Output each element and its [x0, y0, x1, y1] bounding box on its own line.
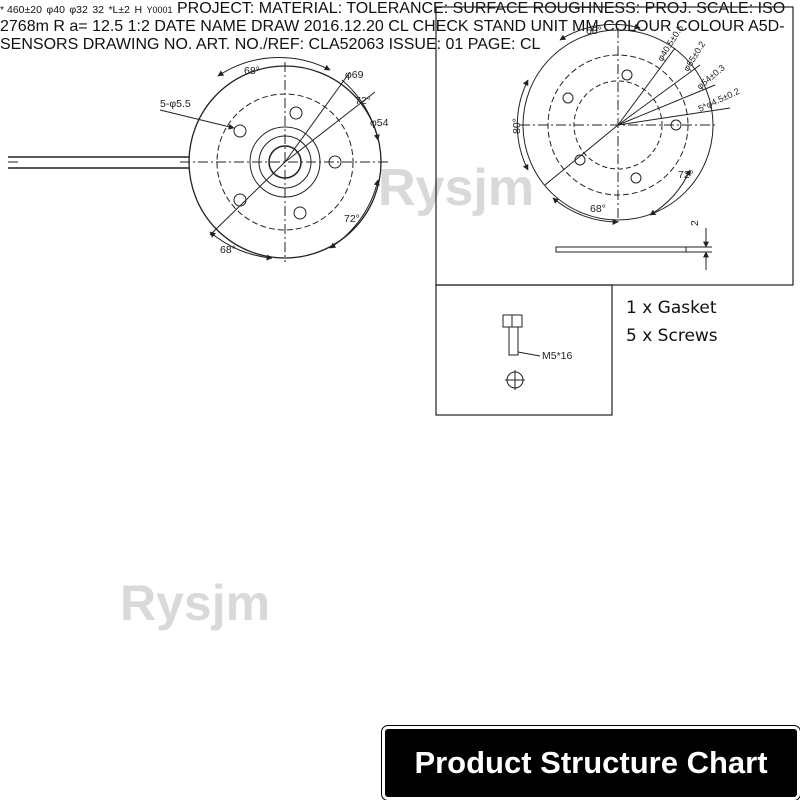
flange-dim-phi69: φ69 — [345, 69, 364, 81]
side-dim-phi40: φ40 — [46, 4, 65, 16]
watermark-top: Rysjm — [378, 159, 534, 217]
accessories-frame — [435, 284, 613, 416]
tb-row-stand: STAND — [473, 18, 527, 35]
tb-page-label: PAGE: — [467, 36, 516, 53]
flange-dim-72-bottom: 72° — [344, 213, 360, 225]
detail-dim-phi40: φ40.5±0.5 — [655, 23, 685, 63]
tb-proj-label: PROJ. — [644, 0, 692, 17]
tb-tolerance-label: TOLERANCE: — [346, 0, 449, 17]
screws-count: 5 x Screws — [626, 326, 718, 346]
top-flange-view — [8, 57, 390, 262]
tb-issue-value: 01 — [445, 36, 464, 53]
tb-row-draw: DRAW — [250, 18, 300, 35]
detail-dim-68-bottom: 68° — [590, 203, 606, 215]
flange-dim-phi54: φ54 — [370, 117, 389, 129]
flange-dim-68-bottom: 68° — [220, 244, 236, 256]
tb-unit-label: UNIT — [530, 18, 568, 35]
gasket-count: 1 x Gasket — [626, 298, 717, 318]
detail-dim-80: 80° — [511, 118, 523, 134]
cable-length-dim: * 460±20 — [0, 4, 42, 16]
detail-dim-thickness: 2 — [689, 220, 701, 226]
detail-dim-72: 72° — [678, 169, 694, 181]
watermark-left: Rysjm — [120, 575, 270, 631]
tb-scale-value: 1:2 — [127, 18, 150, 35]
gasket-detail-view — [516, 23, 731, 270]
side-dim-phi32: φ32 — [69, 4, 88, 16]
height-dim: H — [134, 4, 143, 16]
screw-drawing — [502, 314, 541, 390]
tb-author: CL — [519, 36, 541, 53]
tb-issue-label: ISSUE: — [388, 36, 442, 53]
tb-surface-value: R a= 12.5 — [53, 18, 124, 35]
tb-date-header: DATE — [154, 18, 196, 35]
flange-dim-72-top: 72° — [355, 95, 371, 107]
tb-name-header: NAME — [200, 18, 247, 35]
tb-colour-value: COLOUR — [676, 18, 745, 35]
tb-scale-label: SCALE: — [696, 0, 754, 17]
tb-tolerance-value: ISO 2768m — [0, 0, 786, 35]
bottom-tag: Y0001 — [146, 5, 173, 15]
tb-material-label: MATERIAL: — [258, 0, 343, 17]
float-height-dim: 32 — [92, 4, 105, 16]
tb-name-value: CL — [388, 18, 409, 35]
tb-project-label: PROJECT: — [176, 0, 255, 17]
title-banner: Product Structure Chart — [381, 725, 800, 800]
flange-dim-68-top: 68° — [244, 65, 260, 77]
tb-drawing-label: DRAWING NO. ART. NO./REF: — [82, 36, 305, 53]
banner-title: Product Structure Chart — [414, 745, 768, 780]
tb-drawing-value: CLA52063 — [308, 36, 385, 53]
gasket-detail-frame — [435, 6, 794, 286]
tb-surface-label: SURFACE ROUGHNESS: — [452, 0, 641, 17]
screw-size-label: M5*16 — [542, 350, 573, 362]
detail-dim-68-top: 68° — [586, 25, 602, 37]
tb-date-value: 2016.12.20 — [303, 18, 384, 35]
tb-row-check: CHECK — [412, 18, 469, 35]
probe-length-dim: *L±2 — [108, 4, 130, 16]
flange-dim-holes: 5-φ5.5 — [160, 98, 191, 110]
tb-company: A5D-SENSORS — [0, 18, 785, 53]
